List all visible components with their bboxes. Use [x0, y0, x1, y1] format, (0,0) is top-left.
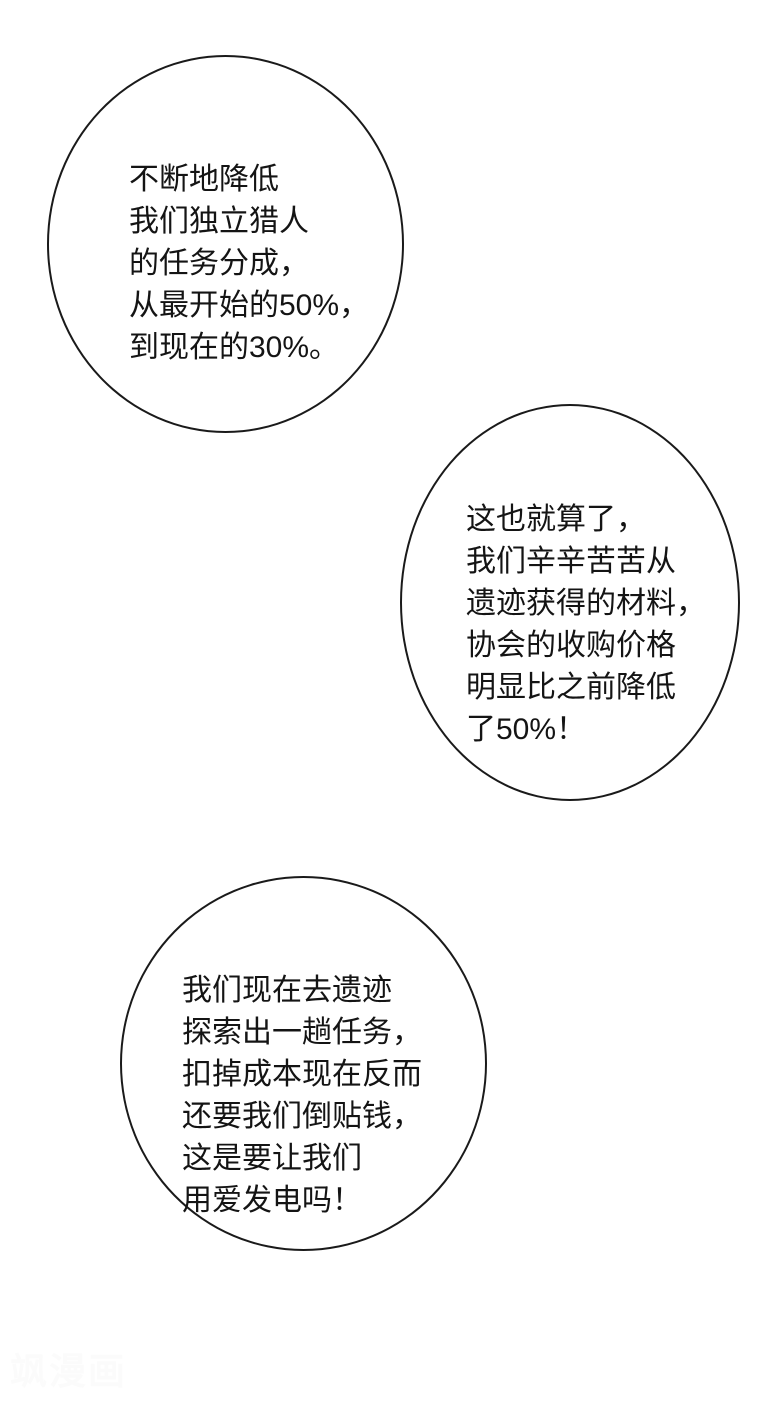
- speech-balloon-3-text: 我们现在去遗迹 探索出一趟任务， 扣掉成本现在反而 还要我们倒贴钱， 这是要让我…: [182, 974, 422, 1217]
- site-watermark: 飒漫画: [10, 1351, 127, 1392]
- speech-balloon-1: [47, 55, 404, 433]
- speech-balloon-2-text: 这也就算了， 我们辛辛苦苦从 遗迹获得的材料， 协会的收购价格 明显比之前降低 …: [466, 503, 706, 746]
- speech-balloon-1-text: 不断地降低 我们独立猎人 的任务分成， 从最开始的50%， 到现在的30%。: [129, 163, 370, 364]
- speech-balloon-3: [120, 876, 487, 1251]
- speech-balloon-2: [400, 404, 740, 801]
